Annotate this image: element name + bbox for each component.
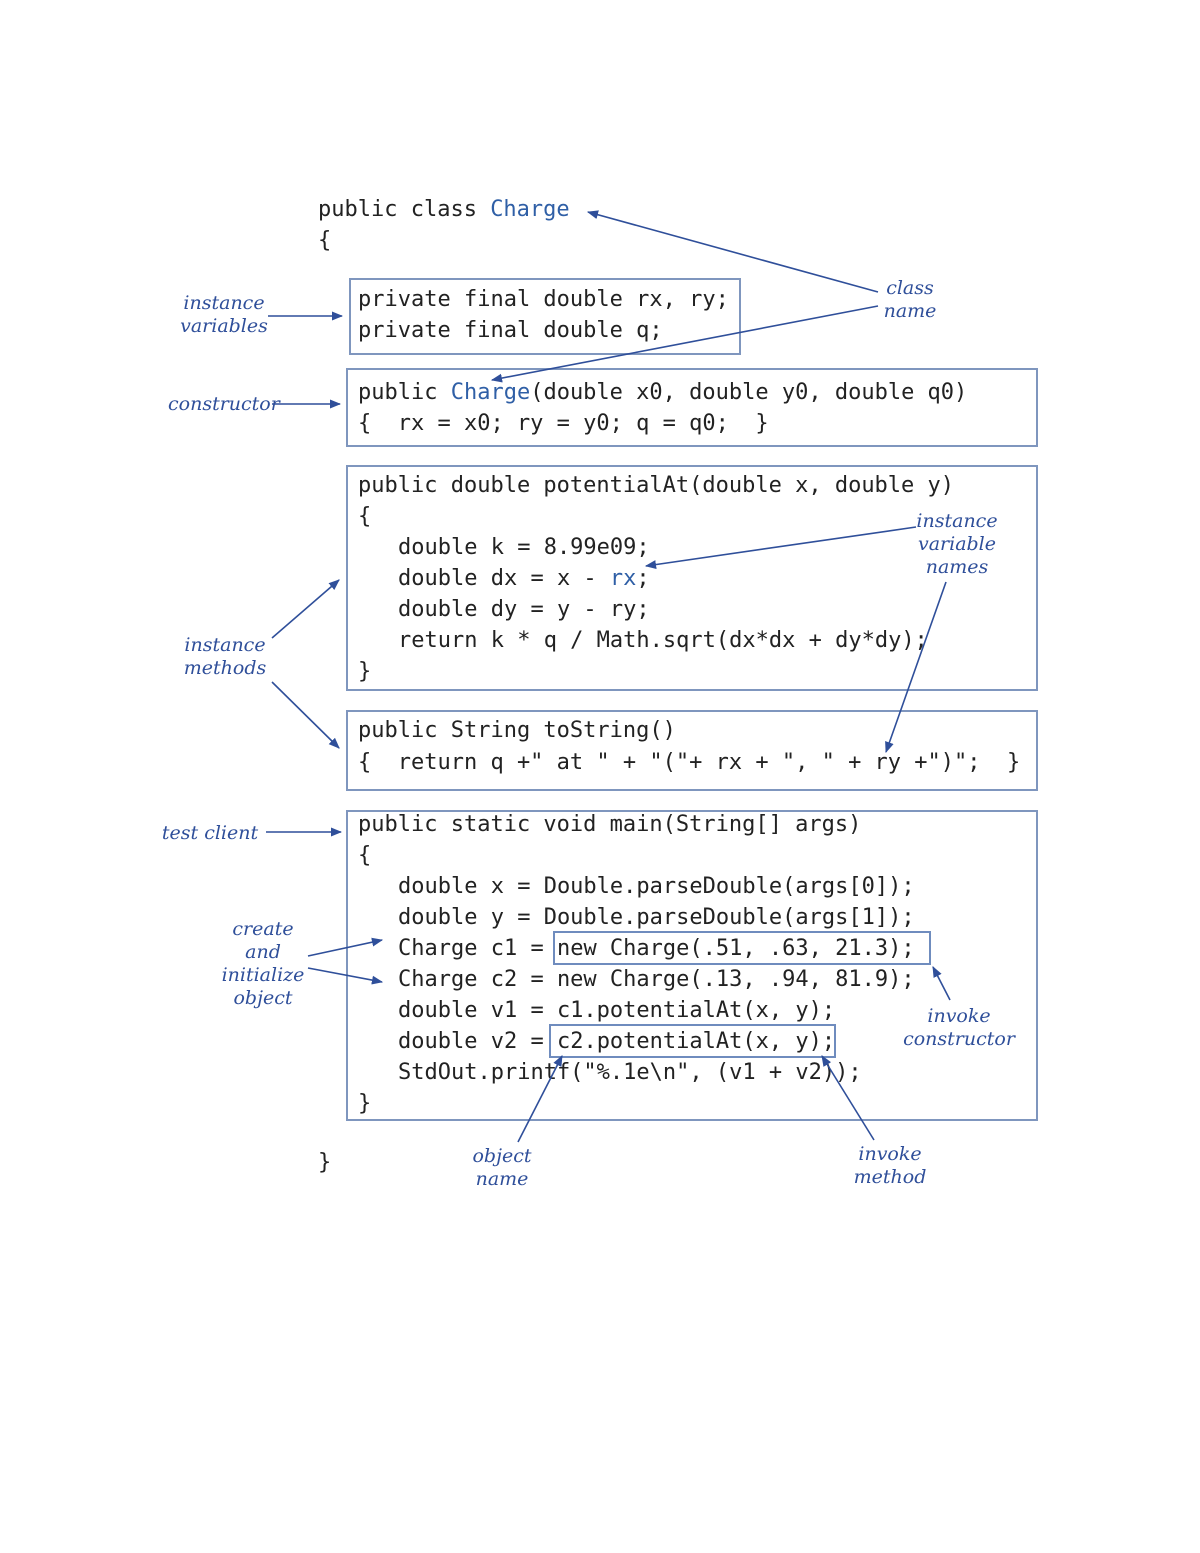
arrow-class-name-to-constructor bbox=[490, 305, 879, 383]
annotation-line: name bbox=[475, 1168, 529, 1190]
constructor-params: (double x0, double y0, double q0) bbox=[530, 380, 968, 405]
annotation-instance-methods: instance methods bbox=[180, 634, 270, 680]
main-close-brace: } bbox=[358, 1091, 372, 1116]
v2-method-call: c2.potentialAt(x, y) bbox=[556, 1029, 822, 1054]
potential-dx-line: double dx = x - rx; bbox=[398, 566, 650, 592]
method-call-highlight-box bbox=[549, 1024, 836, 1058]
field-line-q: private final double q; bbox=[358, 318, 663, 343]
arrow-instance-methods-up bbox=[271, 579, 340, 639]
potential-signature: public double potentialAt(double x, doub… bbox=[358, 473, 955, 498]
annotation-class-name: class name bbox=[880, 277, 940, 323]
annotation-object-name: object name bbox=[462, 1145, 542, 1191]
annotation-line: object bbox=[233, 987, 293, 1009]
annotation-instance-variables: instance variables bbox=[178, 292, 270, 338]
annotation-line: invoke bbox=[927, 1005, 991, 1027]
constructor-box bbox=[346, 368, 1038, 447]
c1-declaration: Charge c1 = bbox=[398, 936, 557, 961]
arrow-object-name bbox=[517, 1055, 563, 1143]
field-line-rx-ry: private final double rx, ry; bbox=[358, 287, 729, 312]
potential-method-box bbox=[346, 465, 1038, 691]
potential-dy-line: double dy = y - ry; bbox=[398, 597, 650, 622]
c1-new-expression: new Charge(.51, .63, 21.3); bbox=[556, 936, 915, 961]
v2-declaration: double v2 = bbox=[398, 1029, 557, 1054]
constructor-body: { rx = x0; ry = y0; q = q0; } bbox=[358, 411, 769, 436]
annotation-line: methods bbox=[183, 657, 267, 679]
main-v2-line: double v2 = c2.potentialAt(x, y); bbox=[398, 1029, 835, 1055]
arrow-invoke-constructor bbox=[932, 966, 951, 1001]
class-close-brace: } bbox=[318, 1150, 332, 1175]
class-name-text: Charge bbox=[490, 197, 570, 222]
annotation-line: names bbox=[925, 556, 989, 578]
annotation-line: class bbox=[886, 277, 934, 299]
annotation-line: variable bbox=[917, 533, 997, 555]
annotation-line: constructor bbox=[903, 1028, 1015, 1050]
main-open-brace: { bbox=[358, 843, 372, 868]
annotation-line: instance bbox=[183, 292, 265, 314]
dx-expression: double dx = x - bbox=[398, 566, 610, 591]
main-c2-line: Charge c2 = new Charge(.13, .94, 81.9); bbox=[398, 967, 915, 992]
tostring-body: { return q +" at " + "("+ rx + ", " + ry… bbox=[358, 750, 1021, 775]
arrow-class-name-to-class bbox=[586, 210, 879, 293]
annotation-create-initialize-object: create and initialize object bbox=[216, 918, 310, 1010]
annotation-line: instance bbox=[184, 634, 266, 656]
potential-open-brace: { bbox=[358, 504, 372, 529]
main-signature: public static void main(String[] args) bbox=[358, 812, 862, 837]
class-declaration: public class Charge bbox=[318, 197, 570, 223]
tostring-signature: public String toString() bbox=[358, 718, 676, 743]
rx-variable: rx bbox=[609, 566, 637, 591]
annotation-line: create bbox=[232, 918, 294, 940]
potential-return-line: return k * q / Math.sqrt(dx*dx + dy*dy); bbox=[398, 628, 928, 653]
annotation-instance-variable-names: instance variable names bbox=[914, 510, 1000, 579]
main-x-line: double x = Double.parseDouble(args[0]); bbox=[398, 874, 915, 899]
tostring-method-box bbox=[346, 710, 1038, 791]
arrow-create-object-c1 bbox=[307, 937, 384, 957]
main-v1-line: double v1 = c1.potentialAt(x, y); bbox=[398, 998, 836, 1023]
annotation-line: constructor bbox=[168, 393, 280, 415]
arrow-instance-variable-names-ry bbox=[885, 581, 947, 754]
main-y-line: double y = Double.parseDouble(args[1]); bbox=[398, 905, 915, 930]
main-method-box bbox=[346, 810, 1038, 1121]
class-open-brace: { bbox=[318, 228, 332, 253]
v2-semicolon: ; bbox=[821, 1029, 836, 1054]
arrow-instance-methods-down bbox=[271, 681, 340, 749]
annotation-line: instance bbox=[916, 510, 998, 532]
arrow-invoke-method bbox=[821, 1055, 875, 1141]
class-keyword-text: public class bbox=[318, 197, 491, 222]
constructor-name: Charge bbox=[450, 380, 531, 405]
potential-k-line: double k = 8.99e09; bbox=[398, 535, 650, 560]
annotation-line: invoke bbox=[858, 1143, 922, 1165]
constructor-signature: public Charge(double x0, double y0, doub… bbox=[358, 380, 967, 406]
arrow-instance-variable-names-rx bbox=[644, 526, 917, 569]
annotation-test-client: test client bbox=[160, 822, 260, 845]
main-c1-line: Charge c1 = new Charge(.51, .63, 21.3); bbox=[398, 936, 915, 962]
annotation-invoke-constructor: invoke constructor bbox=[900, 1005, 1018, 1051]
annotation-invoke-method: invoke method bbox=[848, 1143, 932, 1189]
annotation-line: initialize bbox=[221, 964, 305, 986]
annotation-line: variables bbox=[180, 315, 268, 337]
dx-semicolon: ; bbox=[636, 566, 650, 591]
annotation-line: test client bbox=[161, 822, 259, 844]
potential-close-brace: } bbox=[358, 659, 372, 684]
arrow-create-object-c2 bbox=[307, 967, 384, 985]
annotation-line: method bbox=[853, 1166, 927, 1188]
new-charge-highlight-box bbox=[553, 931, 931, 965]
annotation-line: name bbox=[883, 300, 937, 322]
annotation-line: and bbox=[245, 941, 281, 963]
constructor-modifier: public bbox=[358, 380, 451, 405]
instance-variables-box bbox=[349, 278, 741, 355]
annotation-constructor: constructor bbox=[168, 393, 280, 416]
annotation-line: object bbox=[472, 1145, 532, 1167]
